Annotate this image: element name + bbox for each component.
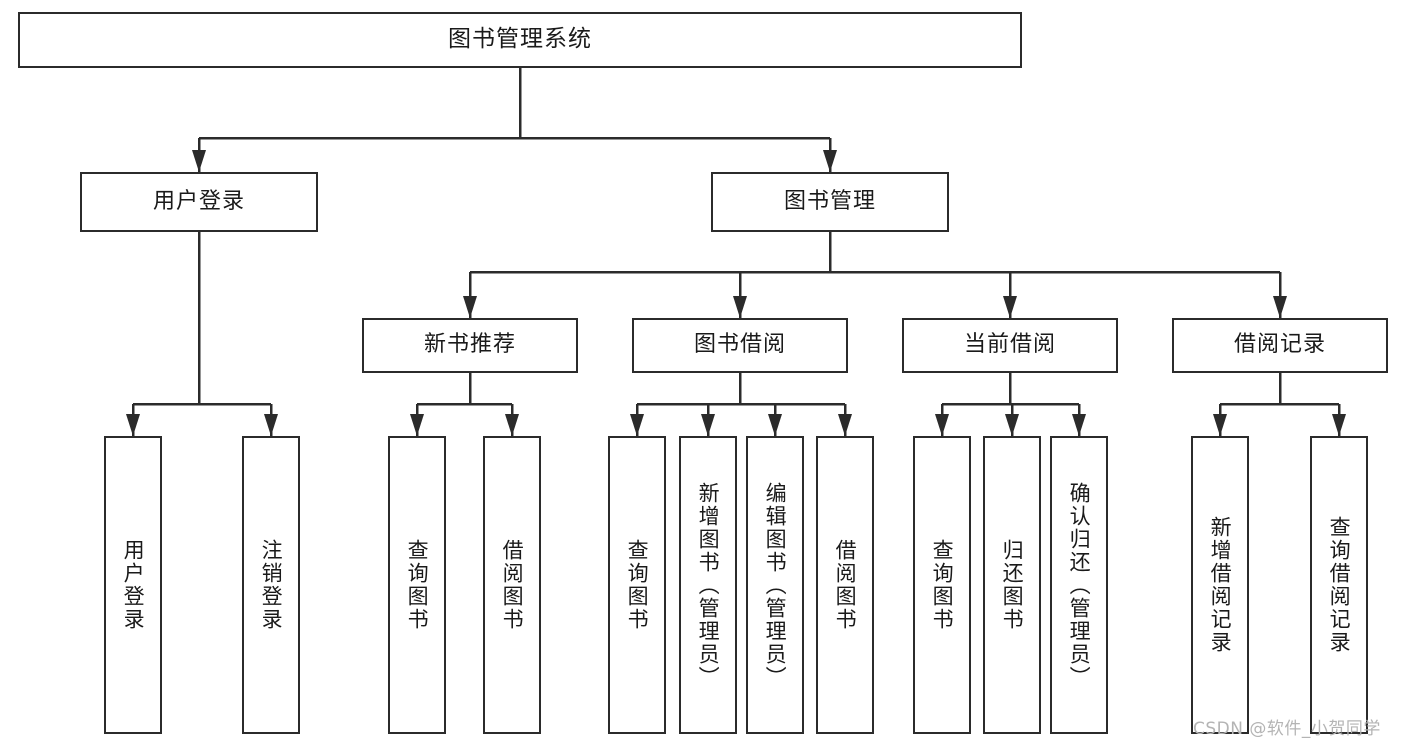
node-user-login[interactable]: 用户登录 (80, 172, 318, 232)
node-book-borrow[interactable]: 图书借阅 (632, 318, 848, 373)
node-label: 新增借阅记录 (1208, 516, 1233, 654)
node-leaf-query-book-3[interactable]: 查询图书 (913, 436, 971, 734)
node-label: 归还图书 (1000, 539, 1025, 631)
node-label: 新书推荐 (423, 332, 516, 358)
node-leaf-user-login[interactable]: 用户登录 (104, 436, 162, 734)
node-book-manage[interactable]: 图书管理 (711, 172, 949, 232)
node-leaf-edit-book[interactable]: 编辑图书（管理员） (746, 436, 804, 734)
node-label: 借阅图书 (833, 539, 858, 631)
node-label: 编辑图书（管理员） (763, 481, 788, 689)
node-label: 查询图书 (625, 539, 650, 631)
node-leaf-confirm-return[interactable]: 确认归还（管理员） (1050, 436, 1108, 734)
node-label: 用户登录 (152, 188, 245, 214)
node-label: 查询图书 (930, 539, 955, 631)
node-root[interactable]: 图书管理系统 (18, 12, 1022, 68)
node-label: 借阅记录 (1233, 332, 1326, 358)
node-label: 借阅图书 (500, 539, 525, 631)
node-label: 图书管理系统 (448, 26, 592, 53)
node-leaf-user-logout[interactable]: 注销登录 (242, 436, 300, 734)
node-label: 确认归还（管理员） (1067, 481, 1092, 689)
csdn-watermark: CSDN @软件_小贺同学 (1193, 719, 1381, 739)
node-leaf-return-book[interactable]: 归还图书 (983, 436, 1041, 734)
node-label: 用户登录 (121, 539, 146, 631)
node-label: 当前借阅 (963, 332, 1056, 358)
node-label: 查询借阅记录 (1327, 516, 1352, 654)
node-leaf-borrow-book-1[interactable]: 借阅图书 (483, 436, 541, 734)
node-leaf-query-book-1[interactable]: 查询图书 (388, 436, 446, 734)
node-new-book-recommend[interactable]: 新书推荐 (362, 318, 578, 373)
node-label: 图书管理 (783, 188, 876, 214)
node-label: 注销登录 (259, 539, 284, 631)
node-leaf-query-record[interactable]: 查询借阅记录 (1310, 436, 1368, 734)
node-borrow-record[interactable]: 借阅记录 (1172, 318, 1388, 373)
node-leaf-add-book[interactable]: 新增图书（管理员） (679, 436, 737, 734)
node-leaf-borrow-book-2[interactable]: 借阅图书 (816, 436, 874, 734)
node-label: 新增图书（管理员） (696, 481, 721, 689)
node-leaf-add-record[interactable]: 新增借阅记录 (1191, 436, 1249, 734)
node-label: 图书借阅 (693, 332, 786, 358)
node-current-borrow[interactable]: 当前借阅 (902, 318, 1118, 373)
node-label: 查询图书 (405, 539, 430, 631)
node-leaf-query-book-2[interactable]: 查询图书 (608, 436, 666, 734)
